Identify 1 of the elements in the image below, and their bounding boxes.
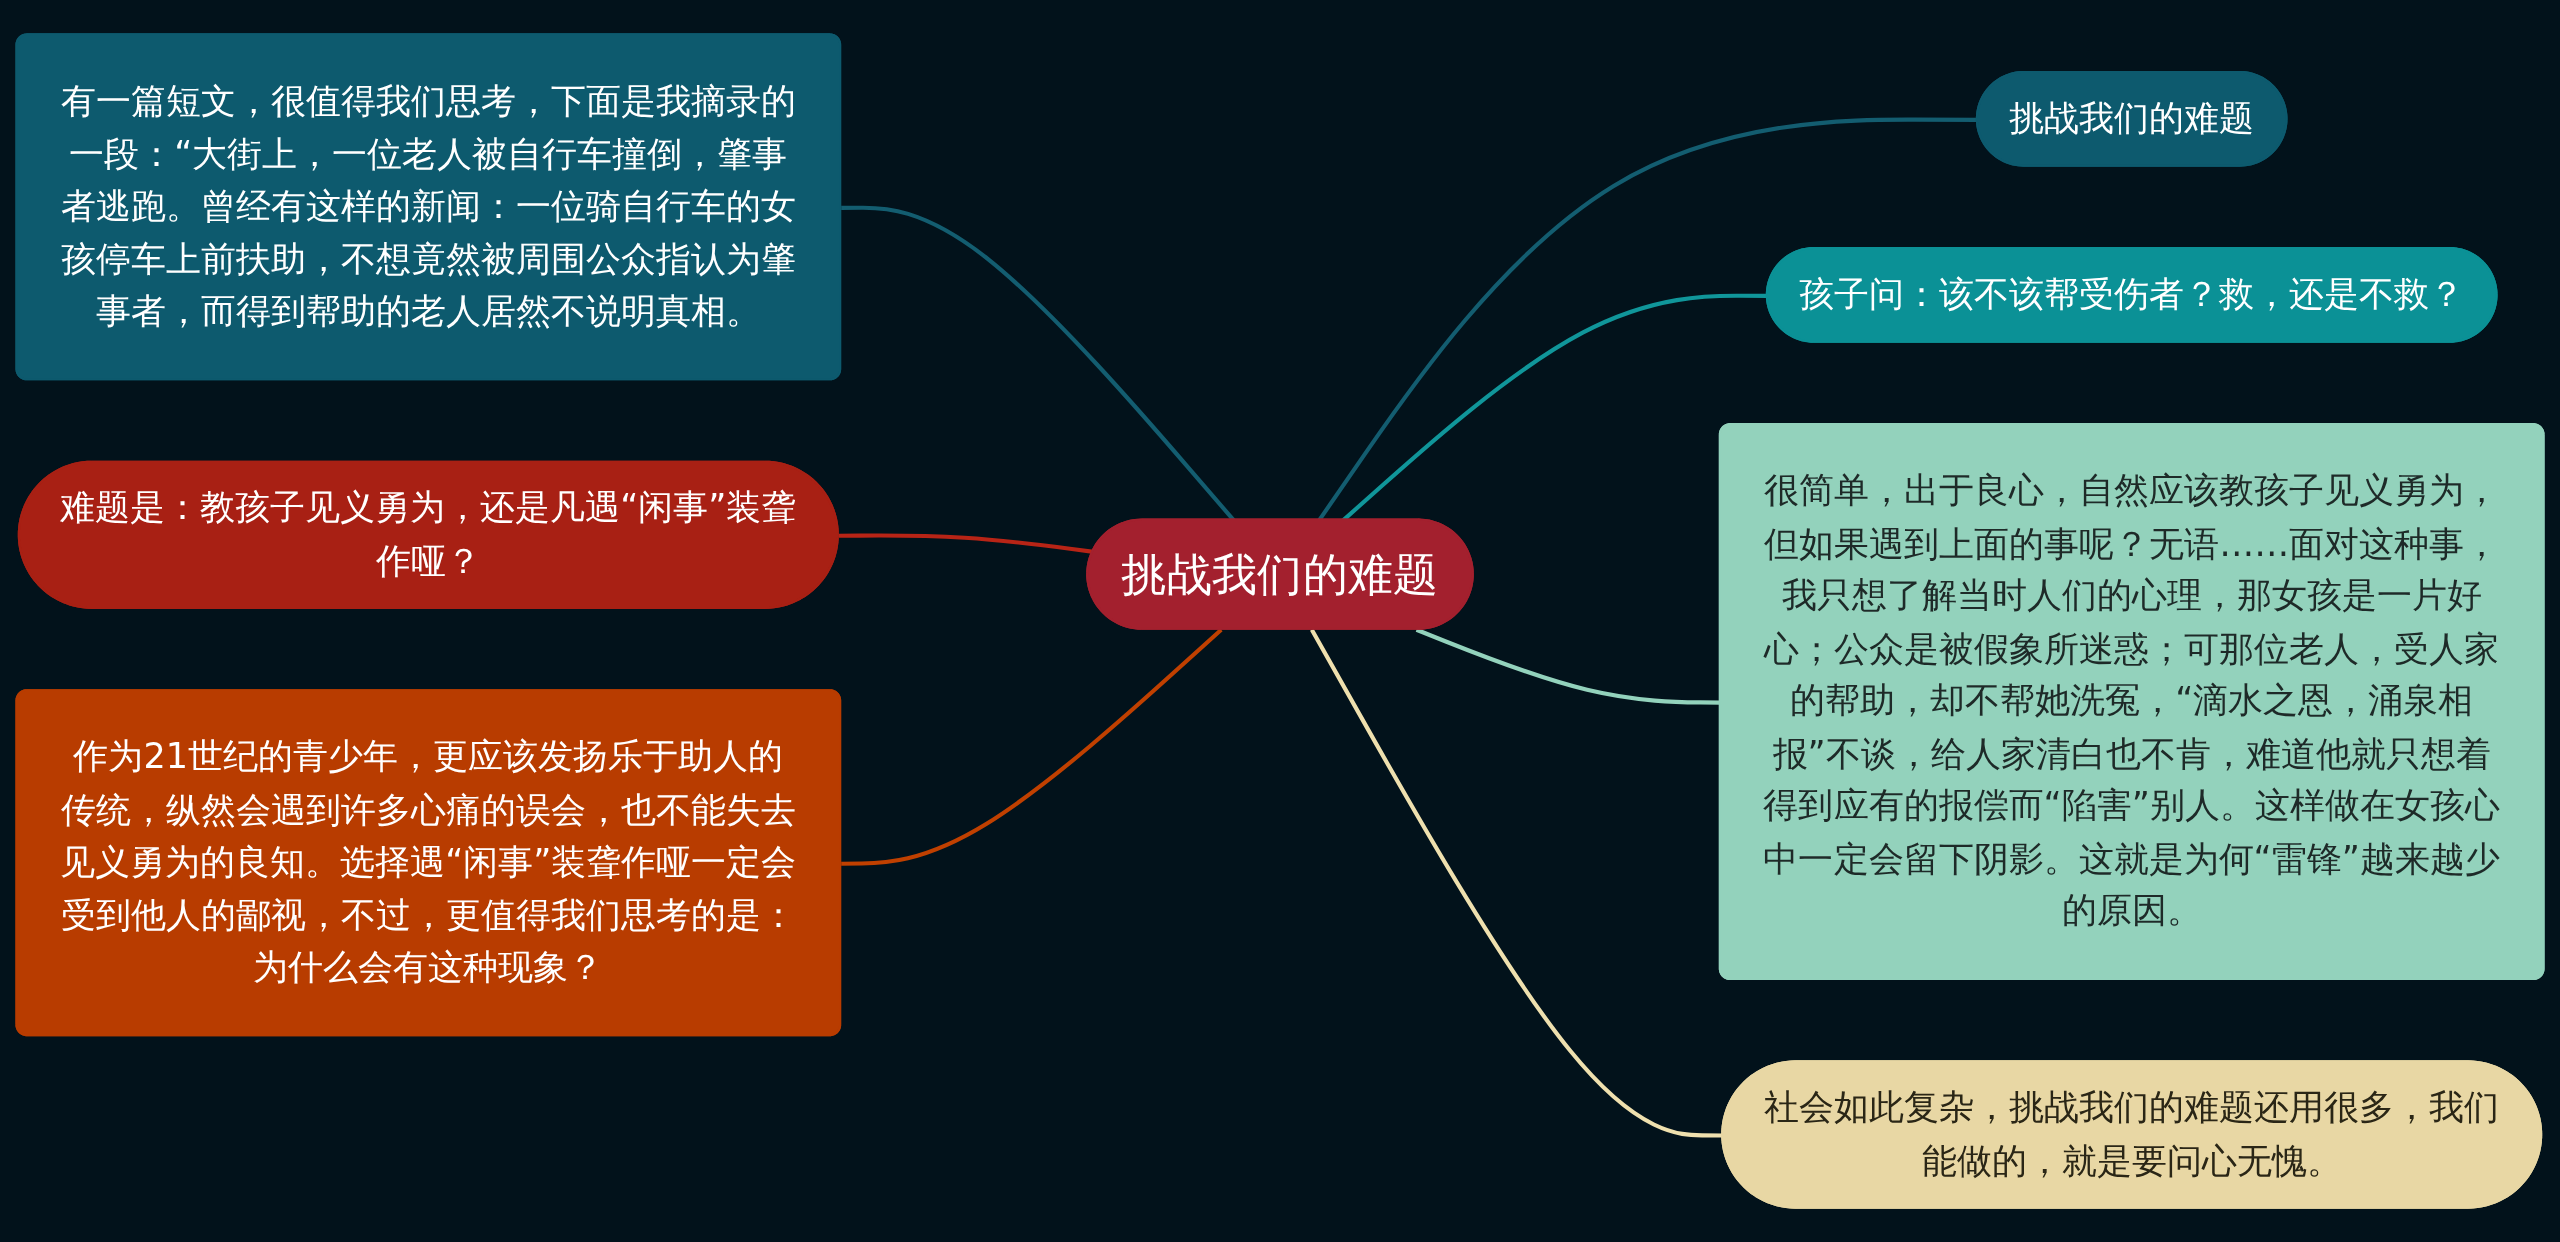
connector — [841, 628, 1223, 866]
